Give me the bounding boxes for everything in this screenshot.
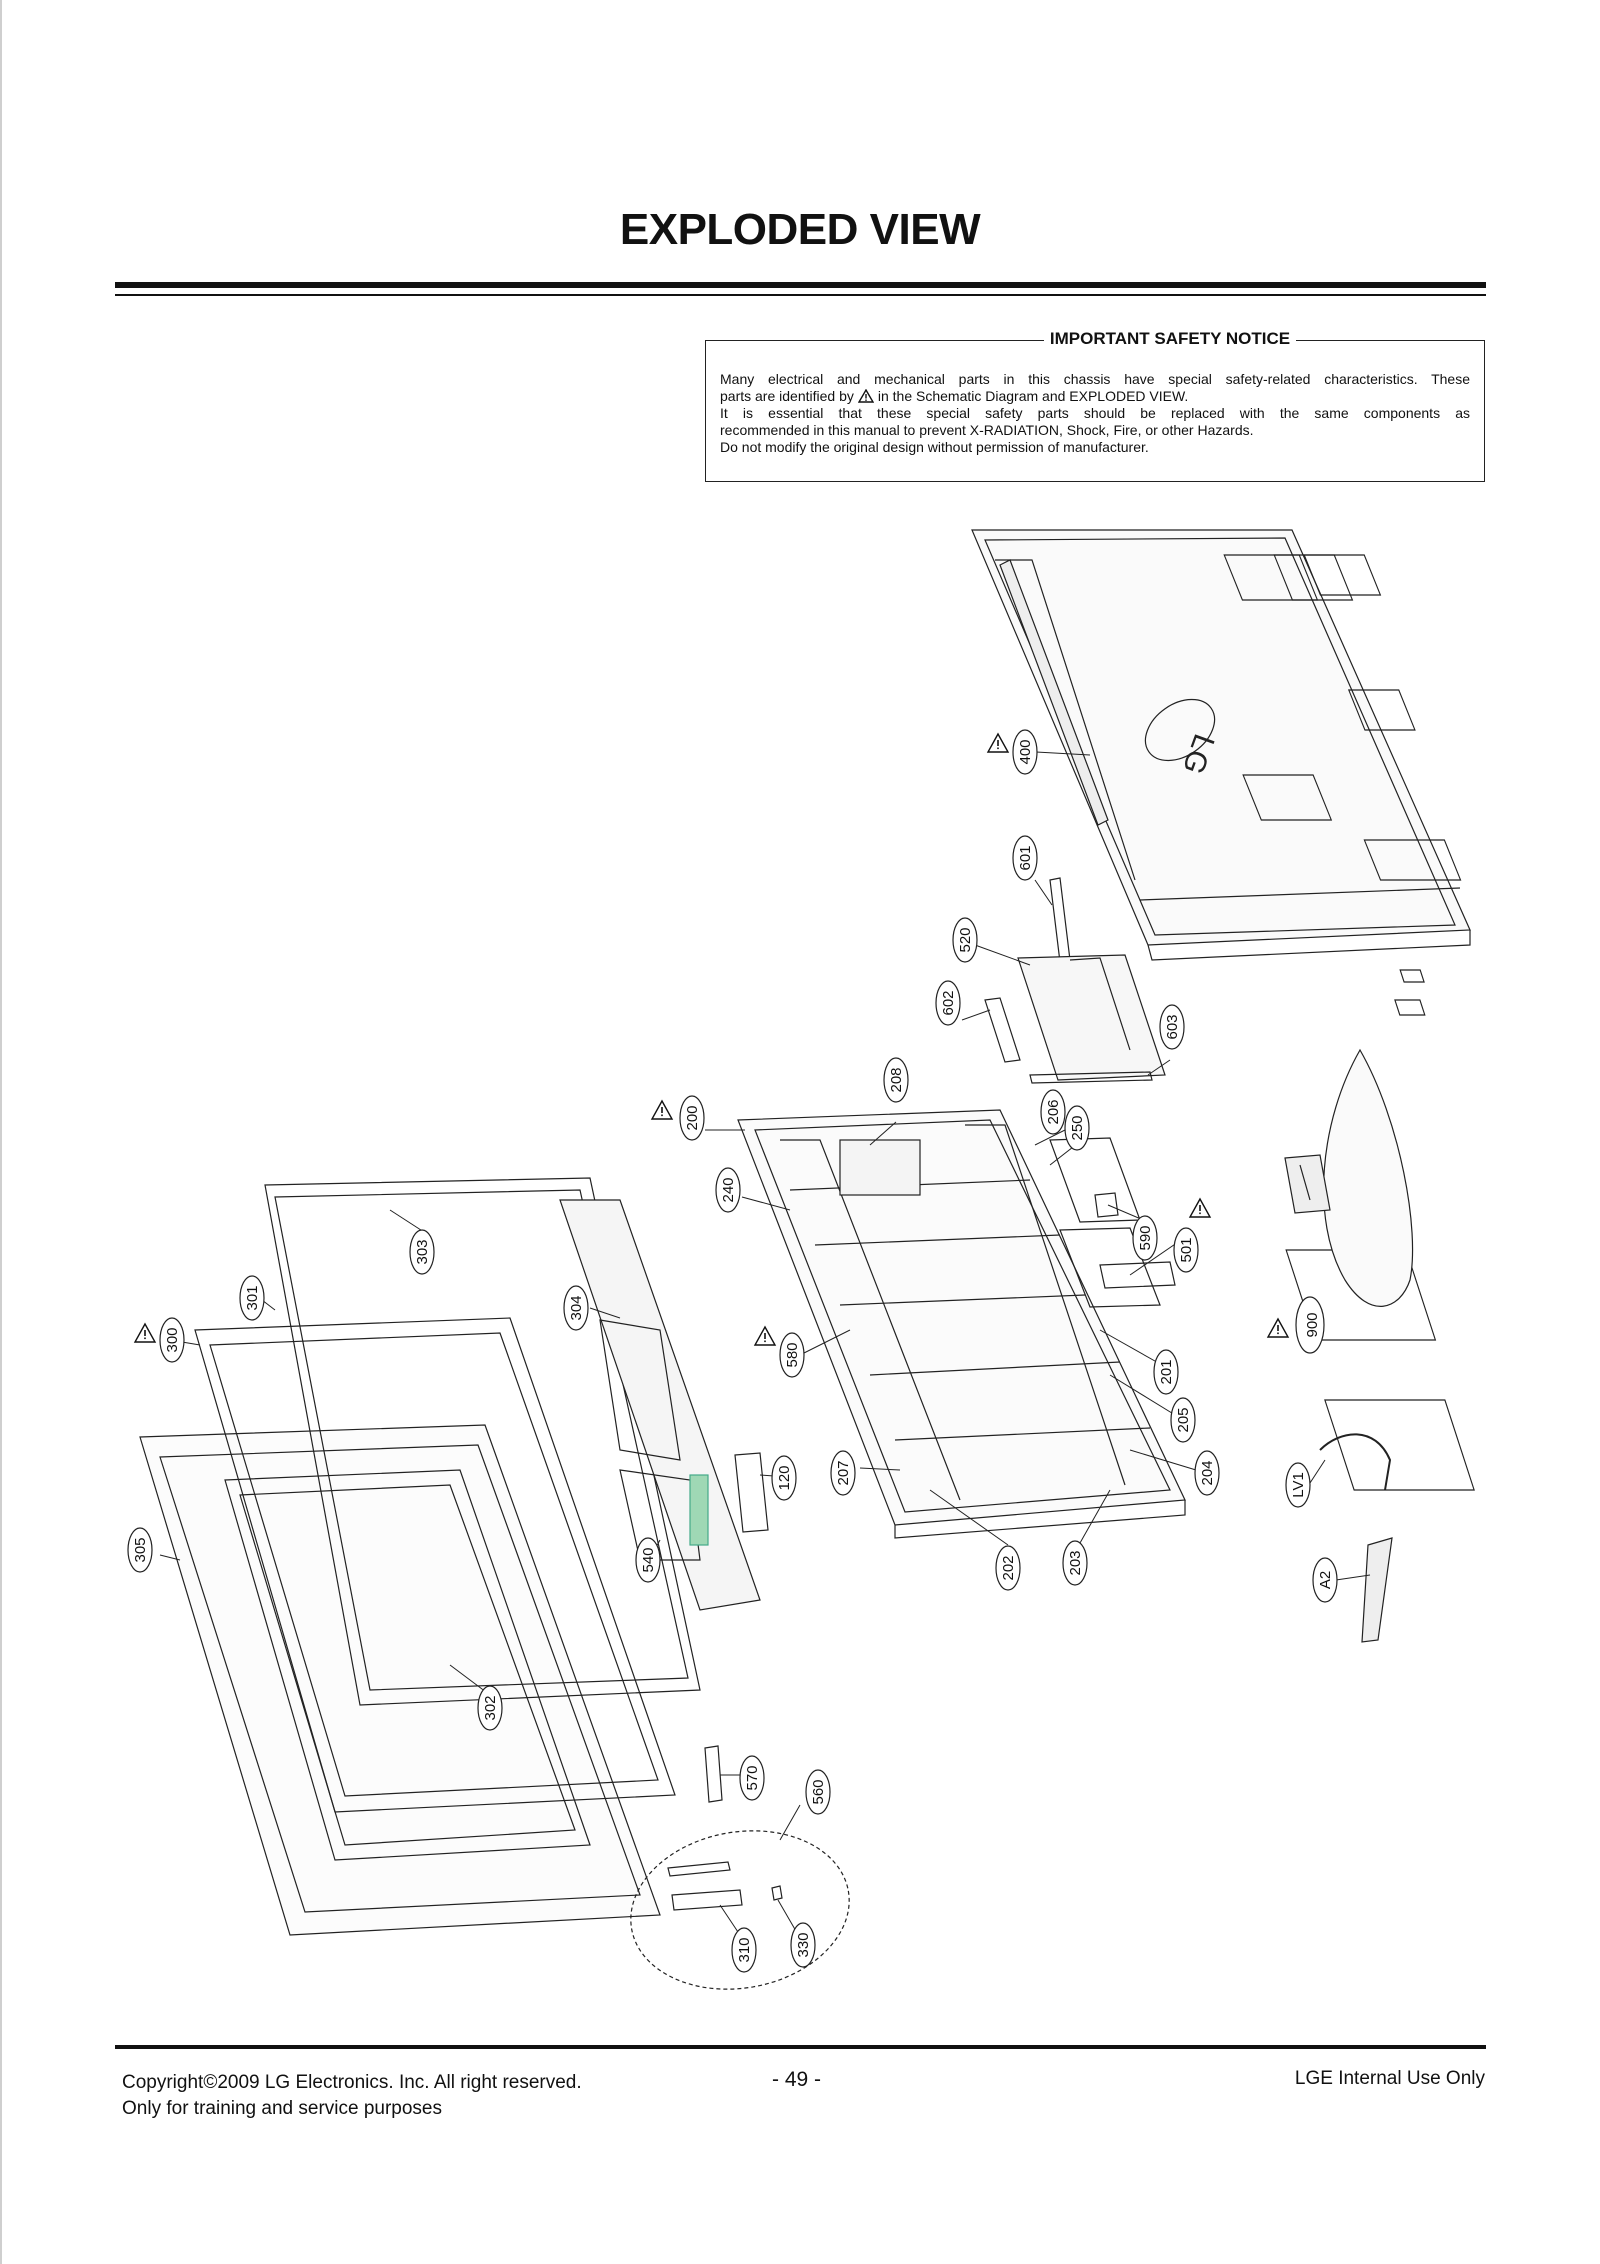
callout-400: 400	[1017, 739, 1034, 764]
warning-900-icon	[1267, 1318, 1289, 1338]
bar-603	[1029, 1071, 1153, 1084]
page-edge	[0, 0, 2, 2264]
warning-300-icon	[134, 1323, 156, 1343]
warning-580-icon	[754, 1326, 776, 1346]
main-frame	[737, 1109, 1475, 1539]
frame-301-303	[264, 1177, 701, 1706]
board-120	[734, 1452, 769, 1533]
notice-line-3: It is essential that these special safet…	[720, 405, 1470, 421]
warning-200-icon	[651, 1100, 673, 1120]
callout-204: 204	[1199, 1460, 1216, 1485]
detail-circle-560	[630, 1830, 850, 1990]
main-board-520	[1017, 954, 1426, 1081]
callout-120: 120	[776, 1465, 793, 1490]
callout-580: 580	[784, 1342, 801, 1367]
callout-205: 205	[1175, 1407, 1192, 1432]
callout-540: 540	[640, 1547, 657, 1572]
part-570	[704, 1745, 723, 1803]
callout-602: 602	[940, 990, 957, 1015]
callout-200: 200	[684, 1105, 701, 1130]
footer-copyright: Copyright©2009 LG Electronics. Inc. All …	[122, 2072, 582, 2093]
page-number: - 49 -	[772, 2068, 822, 2091]
callout-301: 301	[244, 1285, 261, 1310]
header-rule-thin	[115, 294, 1486, 296]
callout-a2: A2	[1317, 1571, 1334, 1589]
safety-notice-box: IMPORTANT SAFETY NOTICE Many electrical …	[705, 329, 1485, 482]
callout-305: 305	[132, 1537, 149, 1562]
callout-302: 302	[482, 1695, 499, 1720]
callout-603: 603	[1164, 1014, 1181, 1039]
callout-601: 601	[1017, 845, 1034, 870]
callout-203: 203	[1067, 1550, 1084, 1575]
back-cover: LG	[971, 529, 1471, 961]
footer-rule	[115, 2045, 1486, 2049]
front-bezel	[139, 1424, 661, 1936]
lg-logo	[1144, 698, 1216, 762]
callout-304: 304	[568, 1295, 585, 1320]
callout-560: 560	[810, 1779, 827, 1804]
exploded-view-diagram: LG	[127, 529, 1475, 1990]
callout-310: 310	[736, 1937, 753, 1962]
panel-module-304	[559, 1199, 761, 1611]
safety-notice-title: IMPORTANT SAFETY NOTICE	[706, 329, 1484, 349]
footer-training-note: Only for training and service purposes	[122, 2098, 442, 2119]
callout-lv1: LV1	[1290, 1472, 1307, 1498]
cable-lv1	[1319, 1433, 1392, 1491]
notice-line-1: Many electrical and mechanical parts in …	[720, 371, 1470, 387]
bracket-601	[1049, 877, 1071, 963]
notice-line-5: Do not modify the original design withou…	[720, 439, 1149, 455]
frame-300	[194, 1317, 676, 1813]
header-rule-thick	[115, 282, 1486, 288]
callout-207: 207	[835, 1460, 852, 1485]
callout-208: 208	[888, 1067, 905, 1092]
callout-206: 206	[1045, 1099, 1062, 1124]
part-501	[1099, 1261, 1176, 1289]
warning-400-icon	[987, 733, 1009, 753]
warning-590-icon	[1189, 1198, 1211, 1218]
callout-250: 250	[1069, 1115, 1086, 1140]
callout-900: 900	[1304, 1312, 1321, 1337]
page-title: EXPLODED VIEW	[619, 205, 981, 254]
stand-900	[1284, 1048, 1414, 1307]
part-590	[1094, 1192, 1119, 1218]
callout-303: 303	[414, 1239, 431, 1264]
notice-line-4: recommended in this manual to prevent X-…	[720, 422, 1254, 438]
callout-330: 330	[795, 1932, 812, 1957]
bracket-602	[984, 997, 1021, 1063]
callout-240: 240	[720, 1177, 737, 1202]
callout-201: 201	[1158, 1359, 1175, 1384]
callout-300: 300	[164, 1327, 181, 1352]
callout-590: 590	[1137, 1225, 1154, 1250]
callout-202: 202	[1000, 1555, 1017, 1580]
remote-a2	[1361, 1537, 1393, 1643]
callout-501: 501	[1178, 1237, 1195, 1262]
safety-notice-body: Many electrical and mechanical parts in …	[720, 371, 1470, 456]
callout-520: 520	[957, 927, 974, 952]
callout-570: 570	[744, 1765, 761, 1790]
warning-triangle-icon	[857, 389, 874, 403]
footer-internal-use: LGE Internal Use Only	[1294, 2068, 1485, 2089]
